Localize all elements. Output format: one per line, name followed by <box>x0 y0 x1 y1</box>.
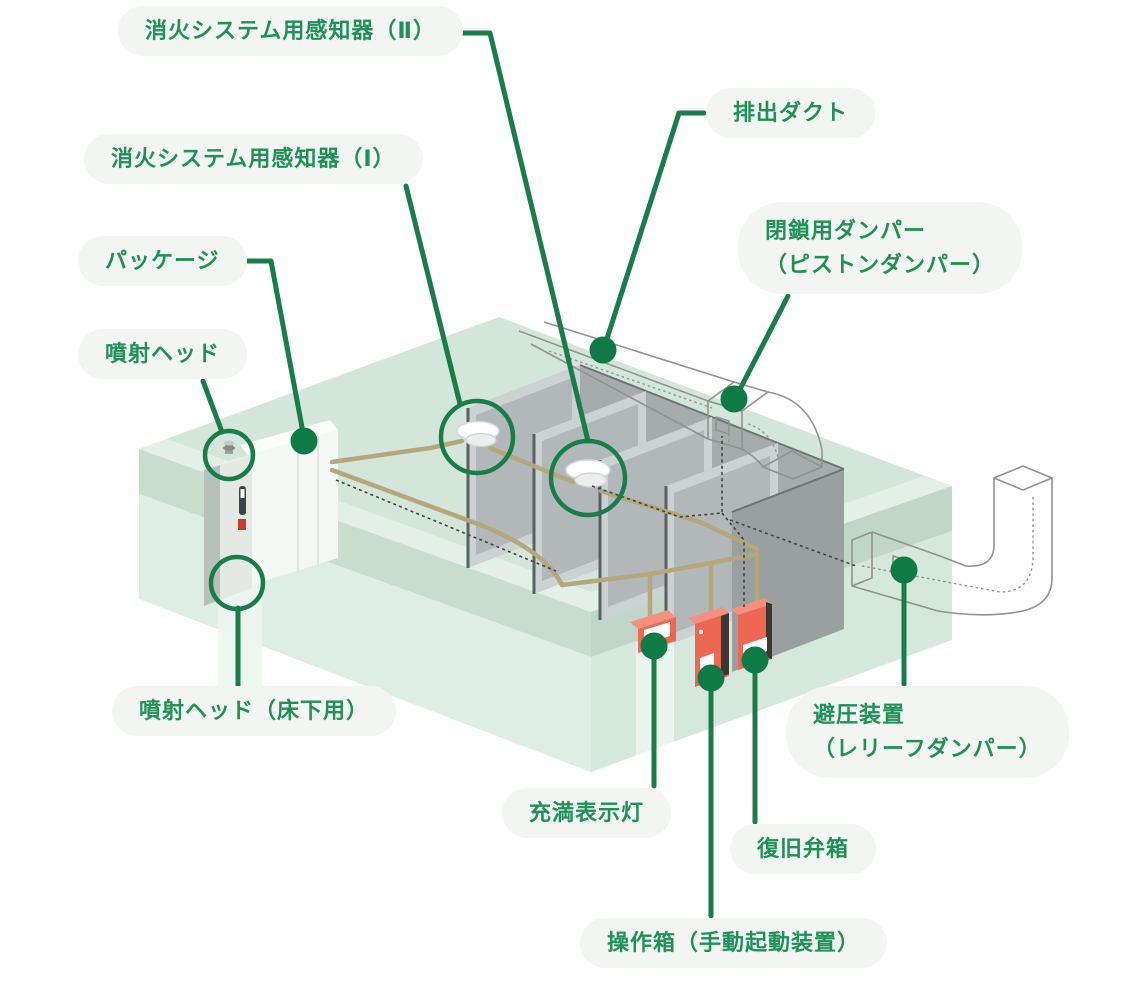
label-pressure-relief-line1: 避圧装置 <box>813 702 906 727</box>
ring-spray-head <box>202 428 256 482</box>
detector-wiring <box>335 436 857 607</box>
label-recovery-valve-box: 復旧弁箱 <box>730 824 877 874</box>
leader-spray-head <box>200 378 225 435</box>
label-fill-indicator: 充満表示灯 <box>502 788 672 838</box>
label-sensor-ii: 消火システム用感知器（Ⅱ） <box>118 6 463 56</box>
label-pressure-relief: 避圧装置 （レリーフダンパー） <box>786 686 1069 779</box>
leader-package <box>237 258 307 441</box>
dot-package <box>290 427 318 455</box>
label-closing-damper: 閉鎖用ダンパー （ピストンダンパー） <box>738 202 1023 295</box>
suppressant-piping <box>329 438 760 621</box>
label-closing-damper-line1: 閉鎖用ダンパー <box>765 218 927 243</box>
label-pressure-relief-line2: （レリーフダンパー） <box>813 736 1042 762</box>
leader-sensor-i <box>403 183 463 407</box>
ring-detector-ii <box>548 438 628 518</box>
leader-exhaust-duct <box>601 110 707 351</box>
dot-exhaust-duct <box>589 336 617 364</box>
label-exhaust-duct: 排出ダクト <box>706 88 876 138</box>
label-spray-head-underfloor: 噴射ヘッド（床下用） <box>112 686 397 736</box>
leader-closing-damper <box>733 293 791 400</box>
leader-sensor-ii <box>455 30 591 444</box>
dot-relief-damper <box>890 556 918 584</box>
label-closing-damper-line2: （ピストンダンパー） <box>765 252 996 278</box>
leader-dots <box>290 336 918 692</box>
dot-operation-box <box>697 664 725 692</box>
ring-underfloor-head <box>208 554 266 612</box>
label-sensor-i: 消火システム用感知器（Ⅰ） <box>84 134 423 184</box>
dot-closing-damper <box>720 385 748 413</box>
label-package: パッケージ <box>78 236 247 286</box>
label-spray-head: 噴射ヘッド <box>78 329 248 379</box>
label-operation-box: 操作箱（手動起動装置） <box>580 918 888 968</box>
dot-recovery-box <box>741 646 769 674</box>
leader-lines <box>200 30 907 919</box>
cylinder-cabinet <box>204 440 252 606</box>
gauge-red-switch <box>238 519 246 530</box>
detector-disc-1 <box>456 420 500 448</box>
spray-head-nozzle <box>223 440 235 454</box>
package-cabinet <box>240 420 338 586</box>
highlight-rings <box>202 398 628 612</box>
ring-detector-i <box>438 398 516 476</box>
detector-disc-2 <box>565 459 611 488</box>
dot-fill-indicator <box>640 632 668 660</box>
